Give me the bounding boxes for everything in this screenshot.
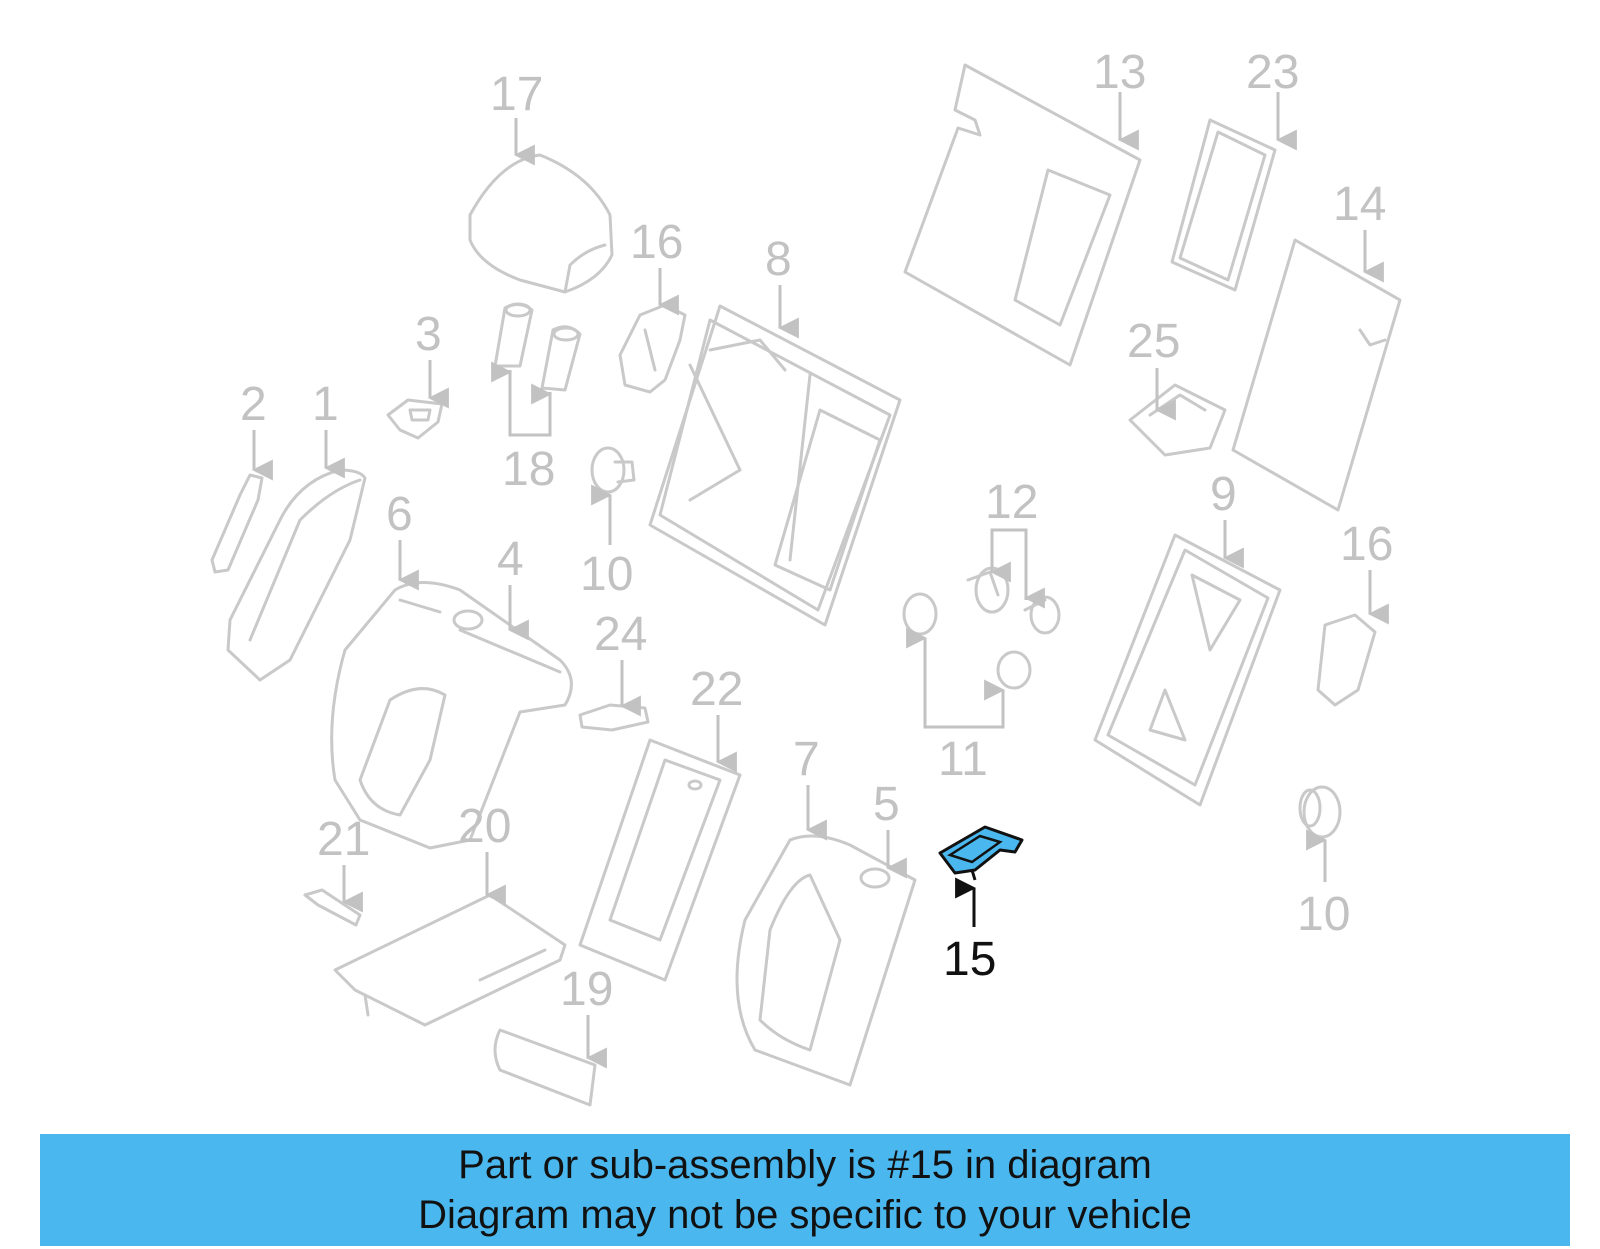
part-22-cover [578, 738, 742, 982]
info-banner: Part or sub-assembly is #15 in diagram D… [40, 1134, 1570, 1246]
callout-4: 4 [497, 533, 524, 586]
part-17-headrest [468, 153, 614, 294]
callout-17: 17 [490, 68, 543, 121]
callout-16-left: 16 [630, 216, 683, 269]
part-21-bolt [303, 888, 362, 927]
callout-14: 14 [1333, 178, 1386, 231]
part-2-strip [210, 473, 264, 574]
callout-16-right: 16 [1340, 518, 1393, 571]
callout-10-left: 10 [580, 548, 633, 601]
part-10-clip-right [1298, 785, 1342, 839]
part-9-frame [1093, 533, 1282, 807]
callout-11: 11 [938, 733, 988, 786]
callout-12: 12 [985, 476, 1038, 529]
callout-3: 3 [415, 308, 442, 361]
leader-lines [251, 92, 1389, 1069]
part-11-fasteners [902, 592, 1032, 690]
part-1-bolster [226, 468, 367, 682]
part-13-panel [903, 63, 1142, 367]
callout-10-right: 10 [1297, 888, 1350, 941]
callout-22: 22 [690, 663, 743, 716]
callout-1: 1 [312, 378, 339, 431]
part-16-bracket-left [618, 303, 687, 394]
part-14-panel [1231, 238, 1402, 512]
part-15-highlighted [938, 825, 1024, 881]
part-24-pin [578, 703, 650, 732]
banner-line-2: Diagram may not be specific to your vehi… [418, 1193, 1192, 1237]
part-25-latch [1128, 383, 1227, 457]
callout-24: 24 [594, 608, 647, 661]
callout-5: 5 [873, 778, 900, 831]
callout-19: 19 [560, 963, 613, 1016]
callout-2: 2 [240, 378, 267, 431]
parts-diagram: 17 16 8 3 2 1 18 10 13 23 14 25 9 12 16 … [210, 46, 1402, 1107]
callout-15: 15 [943, 933, 996, 986]
callout-25: 25 [1127, 315, 1180, 368]
part-20-tray [333, 893, 567, 1027]
part-8-frame [648, 304, 902, 627]
callout-6: 6 [386, 488, 413, 541]
part-19-trim [493, 1028, 597, 1107]
callout-21: 21 [317, 813, 370, 866]
callout-9: 9 [1210, 468, 1237, 521]
callout-7: 7 [793, 733, 820, 786]
banner-line-1: Part or sub-assembly is #15 in diagram [458, 1143, 1152, 1187]
callout-8: 8 [765, 233, 792, 286]
part-23-panel [1170, 118, 1277, 292]
part-7-5-cover [735, 834, 917, 1087]
part-18-guides [493, 302, 582, 392]
callout-23: 23 [1246, 46, 1299, 99]
callout-18: 18 [502, 443, 555, 496]
callout-13: 13 [1093, 46, 1146, 99]
part-3-clip [386, 398, 444, 440]
part-10-clip-left [590, 446, 636, 494]
callout-20: 20 [458, 800, 511, 853]
part-4-6-cover [330, 581, 573, 850]
part-12-fasteners [966, 566, 1061, 635]
part-16-bracket-right [1316, 613, 1377, 707]
callout-numbers: 17 16 8 3 2 1 18 10 13 23 14 25 9 12 16 … [240, 46, 1393, 1016]
